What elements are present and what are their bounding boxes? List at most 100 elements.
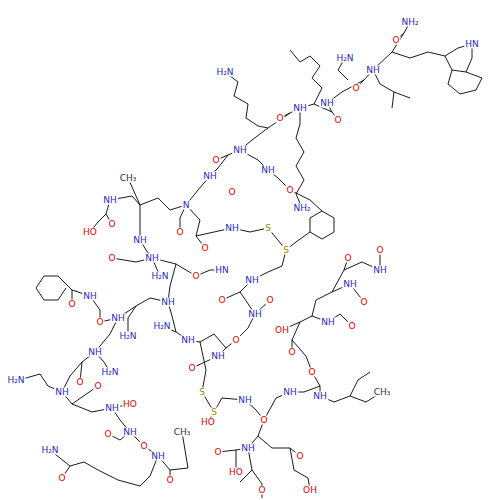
- backbone-bonds: [208, 412, 310, 498]
- backbone-bonds: [162, 280, 270, 420]
- leucine-bonds: [373, 70, 410, 108]
- atom-label: O: [103, 430, 112, 439]
- atom-label: NH: [160, 298, 176, 307]
- atom-label: NH: [365, 66, 381, 75]
- atom-label: NH₂: [292, 204, 311, 213]
- atom-label: NH: [372, 266, 388, 275]
- atom-label: O: [375, 246, 384, 255]
- atom-label: O: [213, 448, 222, 457]
- atom-label: O: [307, 368, 316, 377]
- atom-label: NH: [144, 254, 160, 263]
- atom-label: NH: [224, 224, 240, 233]
- indole-bonds: [392, 44, 482, 94]
- atom-label: NH: [282, 388, 298, 397]
- atom-label: NH: [247, 310, 263, 319]
- atom-label: NH₂: [400, 18, 419, 27]
- backbone-bonds: [90, 176, 286, 280]
- atom-label: O: [139, 442, 148, 451]
- atom-label: O: [211, 156, 220, 165]
- lysine-side-bonds: [225, 50, 348, 208]
- atom-label: O: [187, 364, 196, 373]
- atom-label: S: [210, 408, 218, 417]
- atom-label: NH: [319, 99, 335, 108]
- atom-label: O: [165, 476, 174, 485]
- atom-label: S: [198, 388, 206, 397]
- atom-label: NH: [87, 348, 103, 357]
- atom-label: O: [285, 186, 294, 195]
- atom-label: H₂N: [40, 446, 59, 455]
- atom-label: NH: [237, 396, 253, 405]
- phenyl-bonds: [240, 150, 334, 250]
- atom-label: N: [182, 201, 191, 210]
- atom-label: NH: [132, 236, 148, 245]
- atom-label: O: [347, 322, 356, 331]
- atom-label: O: [107, 254, 116, 263]
- backbone-bonds: [16, 318, 188, 486]
- backbone-bonds: [100, 205, 222, 336]
- atom-label: O: [259, 416, 268, 425]
- atom-label: CH₃: [373, 388, 392, 397]
- atom-label: NH: [292, 104, 308, 113]
- atom-label: O: [287, 348, 296, 357]
- atom-label: NH: [240, 444, 256, 453]
- atom-label: O: [107, 220, 116, 229]
- atom-label: NH: [82, 292, 98, 301]
- atom-label: S: [282, 246, 290, 255]
- atom-label: H₂N: [150, 272, 169, 281]
- atom-label: H₂N: [6, 376, 25, 385]
- atom-label: H₂N: [335, 54, 354, 63]
- atom-label: HO: [82, 228, 98, 237]
- atom-label: OH: [302, 486, 318, 495]
- atom-label: CH₃: [119, 174, 138, 183]
- atom-label: O: [359, 298, 368, 307]
- atom-label: O: [275, 114, 284, 123]
- atom-label: O: [191, 272, 200, 281]
- atom-label: NH: [342, 280, 358, 289]
- atom-label: H₂N: [152, 322, 171, 331]
- atom-label: NH: [312, 392, 328, 401]
- atom-label: HO: [228, 468, 244, 477]
- atom-label: O: [217, 296, 226, 305]
- atom-label: HO: [122, 400, 138, 409]
- atom-label: O: [200, 244, 209, 253]
- atom-label: O: [175, 228, 184, 237]
- atom-label: O: [333, 116, 342, 125]
- atom-label: NH: [110, 314, 126, 323]
- atom-label: NH: [232, 146, 248, 155]
- atom-label: H₂N: [215, 68, 234, 77]
- atom-label: O: [227, 188, 236, 197]
- atom-label: O: [67, 300, 76, 309]
- atom-label: NH: [244, 276, 260, 285]
- atom-label: H₂N: [118, 332, 137, 341]
- atom-label: NH: [180, 336, 196, 345]
- atom-label: OH: [274, 326, 290, 335]
- atom-label: NH: [122, 428, 138, 437]
- atom-label: NH: [54, 388, 70, 397]
- atom-label: NH: [210, 352, 226, 361]
- atom-label: O: [391, 36, 400, 45]
- atom-label: O: [75, 378, 84, 387]
- atom-label: NH: [104, 404, 120, 413]
- atom-label: O: [93, 382, 102, 391]
- atom-label: O: [95, 318, 104, 327]
- atom-label: O: [343, 254, 352, 263]
- atom-label: O: [257, 486, 266, 495]
- atom-label: HN: [464, 40, 480, 49]
- atom-label: NH: [320, 318, 336, 327]
- phenyl-bonds: [36, 276, 100, 322]
- atom-label: O: [231, 336, 240, 345]
- atom-label: O: [295, 452, 304, 461]
- atom-label: O: [351, 84, 360, 93]
- atom-label: NH: [202, 172, 218, 181]
- atom-label: H₂N: [100, 368, 119, 377]
- atom-label: NH: [260, 166, 276, 175]
- atom-label: O: [57, 474, 66, 483]
- backbone-bonds: [264, 250, 382, 420]
- atom-label: S: [264, 224, 272, 233]
- atom-label: HO: [200, 418, 216, 427]
- atom-label: CH₃: [173, 428, 192, 437]
- atom-label: NH: [102, 196, 118, 205]
- atom-label: NH: [150, 452, 166, 461]
